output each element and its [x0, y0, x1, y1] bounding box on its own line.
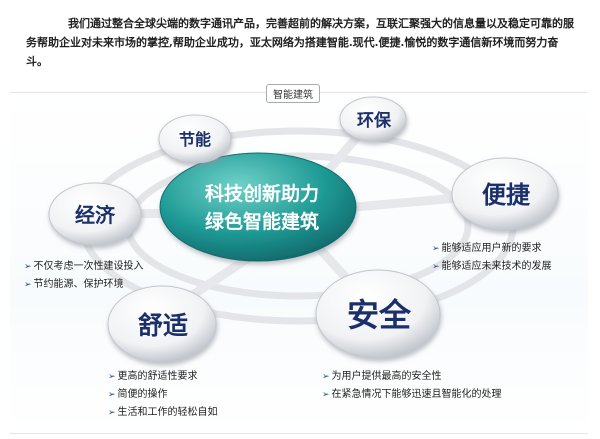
- node-label-jingji: 经济: [75, 203, 116, 227]
- bullet-item: ➢更高的舒适性要求: [108, 371, 198, 382]
- bullet-item: ➢不仅考虑一次性建设投入: [24, 261, 144, 272]
- bullet-item: ➢能够适应用户新的要求: [432, 243, 542, 254]
- arrow-bullet-icon: ➢: [108, 390, 116, 400]
- bullets-bianjie: ➢能够适应用户新的要求 ➢能够适应未来技术的发展: [432, 240, 552, 276]
- node-label-huanbao: 环保: [357, 110, 392, 131]
- bullet-item: ➢能够适应未来技术的发展: [432, 261, 552, 272]
- arrow-bullet-icon: ➢: [108, 372, 116, 382]
- bullet-item: ➢为用户提供最高的安全性: [322, 371, 442, 382]
- bullet-item: ➢生活和工作的轻松自如: [108, 407, 218, 418]
- bullet-item: ➢节约能源、保护环境: [24, 279, 124, 290]
- bullet-item: ➢在紧急情况下能够迅速且智能化的处理: [322, 389, 502, 400]
- center-node: [159, 152, 357, 262]
- arrow-bullet-icon: ➢: [322, 390, 330, 400]
- node-shushi: [107, 285, 217, 363]
- arrow-bullet-icon: ➢: [432, 244, 440, 254]
- center-title-line2: 绿色智能建筑: [205, 210, 319, 233]
- bullets-jingji: ➢不仅考虑一次性建设投入 ➢节约能源、保护环境: [24, 258, 144, 294]
- bullets-anquan: ➢为用户提供最高的安全性 ➢在紧急情况下能够迅速且智能化的处理: [322, 368, 502, 404]
- intro-paragraph: 我们通过整合全球尖端的数字通讯产品，完善超前的解决方案，互联汇聚强大的信息量以及…: [26, 17, 574, 68]
- arrow-bullet-icon: ➢: [322, 372, 330, 382]
- node-label-jieneng: 节能: [179, 130, 211, 149]
- node-jieneng: [158, 114, 232, 164]
- arrow-bullet-icon: ➢: [432, 262, 440, 272]
- bullet-item: ➢简便的操作: [108, 389, 168, 400]
- node-shapes: [48, 96, 559, 363]
- arrow-bullet-icon: ➢: [24, 280, 32, 290]
- bullets-shushi: ➢更高的舒适性要求 ➢简便的操作 ➢生活和工作的轻松自如: [108, 368, 218, 422]
- center-title-line1: 科技创新助力: [205, 182, 319, 205]
- node-huanbao: [339, 96, 407, 142]
- arrow-bullet-icon: ➢: [24, 262, 32, 272]
- node-label-bianjie: 便捷: [482, 181, 530, 209]
- node-anquan: [315, 269, 441, 359]
- node-bianjie: [451, 157, 559, 231]
- node-label-shushi: 舒适: [138, 311, 188, 340]
- node-jingji: [48, 182, 142, 246]
- node-label-anquan: 安全: [347, 296, 412, 334]
- diagram-label: 智能建筑: [266, 84, 320, 103]
- arrow-bullet-icon: ➢: [108, 408, 116, 418]
